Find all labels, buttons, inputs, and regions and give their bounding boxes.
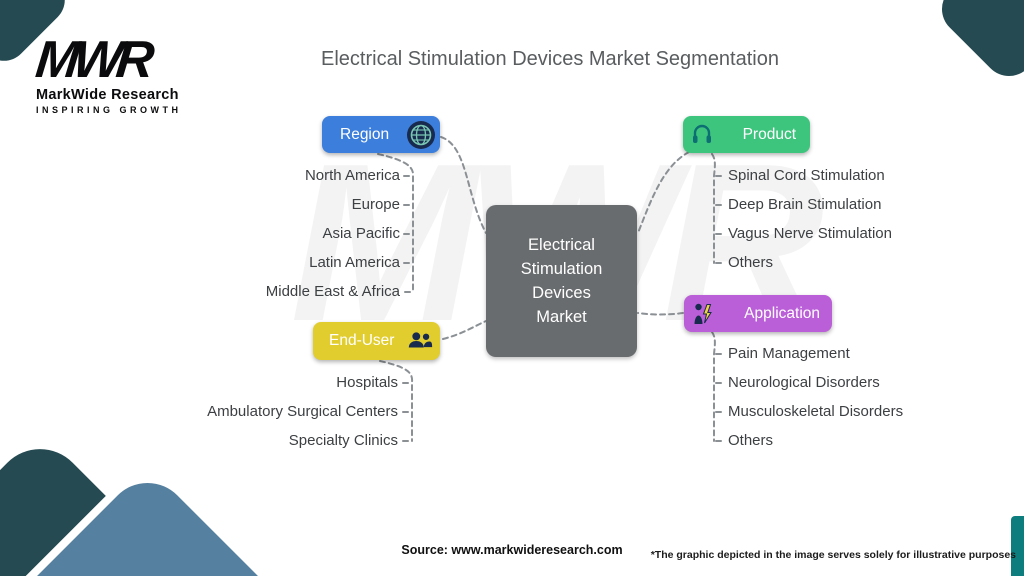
- corner-bar-bottom-right: [1011, 516, 1024, 576]
- source-text: Source: www.markwideresearch.com: [401, 543, 623, 557]
- logo-name: MarkWide Research: [36, 87, 179, 104]
- headset-icon: [689, 122, 715, 148]
- region-items-list: North America Europe Asia Pacific Latin …: [115, 161, 400, 306]
- center-box-line: Stimulation: [520, 260, 603, 278]
- list-item: Hospitals: [336, 374, 398, 391]
- end-user-badge-label: End-User: [329, 332, 395, 349]
- list-item: Musculoskeletal Disorders: [728, 403, 904, 420]
- list-item: North America: [304, 167, 400, 184]
- list-item: Others: [728, 254, 774, 271]
- center-market-box: Electrical Stimulation Devices Market: [486, 205, 637, 357]
- product-badge: Product: [683, 116, 810, 153]
- list-item: Ambulatory Surgical Centers: [207, 403, 398, 420]
- list-item: Middle East & Africa: [265, 283, 400, 300]
- product-badge-label: Product: [742, 125, 796, 143]
- list-item: Vagus Nerve Stimulation: [728, 225, 892, 242]
- application-badge-label: Application: [744, 304, 820, 322]
- list-item: Europe: [351, 196, 400, 213]
- end-user-badge: End-User: [313, 322, 440, 360]
- globe-icon: [406, 120, 436, 150]
- markwide-logo: MWR MarkWide Research Inspiring Growth: [33, 31, 206, 116]
- product-items-list: Spinal Cord Stimulation Deep Brain Stimu…: [728, 161, 978, 277]
- logo-monogram: MWR: [33, 31, 152, 89]
- list-item: Specialty Clinics: [288, 432, 398, 449]
- users-icon: [406, 327, 434, 355]
- center-box-line: Market: [536, 308, 587, 326]
- disclaimer-text: *The graphic depicted in the image serve…: [650, 549, 1016, 561]
- center-box-line: Electrical: [528, 236, 595, 254]
- page-title: Electrical Stimulation Devices Market Se…: [321, 48, 779, 70]
- application-badge: Application: [684, 295, 832, 332]
- list-item: Pain Management: [728, 345, 850, 362]
- list-item: Spinal Cord Stimulation: [728, 167, 885, 184]
- list-item: Others: [728, 432, 774, 449]
- center-box-line: Devices: [532, 284, 591, 302]
- list-item: Asia Pacific: [322, 225, 400, 242]
- list-item: Deep Brain Stimulation: [728, 196, 882, 213]
- region-badge-label: Region: [340, 125, 390, 143]
- logo-tagline: Inspiring Growth: [36, 105, 182, 116]
- person-bolt-icon: [690, 301, 716, 327]
- region-badge: Region: [322, 116, 440, 153]
- end-user-items-list: Hospitals Ambulatory Surgical Centers Sp…: [100, 368, 398, 455]
- application-items-list: Pain Management Neurological Disorders M…: [728, 339, 988, 455]
- list-item: Latin America: [309, 254, 400, 271]
- list-item: Neurological Disorders: [728, 374, 880, 391]
